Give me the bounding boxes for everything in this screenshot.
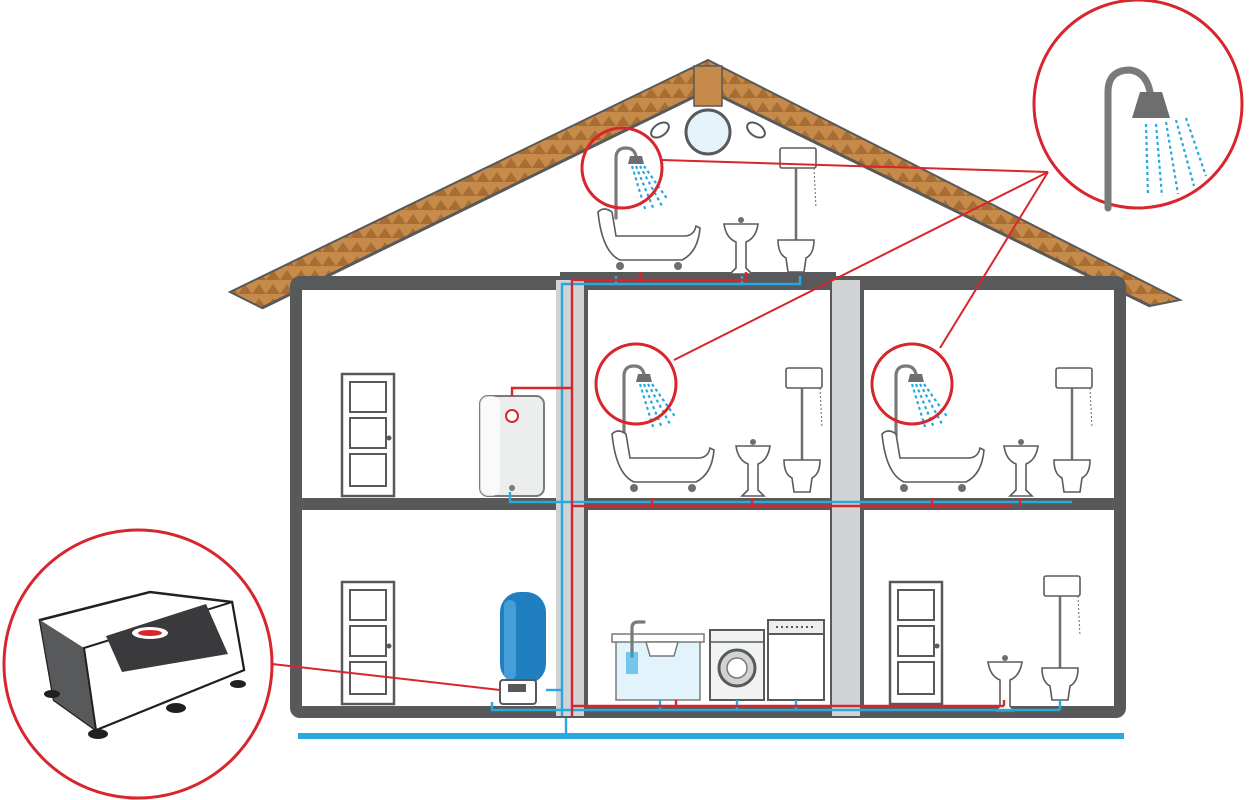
dishwasher-icon xyxy=(767,619,825,701)
shower-head-callout xyxy=(1032,0,1244,212)
cold-water-pipes xyxy=(490,276,1072,716)
electric-water-heater-icon xyxy=(479,395,545,497)
washing-machine-icon xyxy=(709,629,765,701)
pump-unit-callout xyxy=(2,528,274,800)
pump-unit-icon xyxy=(38,590,246,739)
house-walls xyxy=(290,272,1126,718)
round-attic-window xyxy=(684,108,732,156)
callout-ring-shower-right xyxy=(870,342,954,426)
callout-ring-attic-shower xyxy=(580,126,664,210)
shower-head-icon xyxy=(1104,66,1208,212)
door-icon xyxy=(888,580,944,706)
pump-unit-icon xyxy=(499,679,537,705)
door-icon xyxy=(340,372,396,498)
roof xyxy=(227,58,1184,310)
hot-water-pipes xyxy=(510,272,1022,716)
door-icon xyxy=(340,580,396,706)
chimney xyxy=(693,65,723,107)
kitchen-sink-icon xyxy=(611,620,705,701)
pressure-tank-icon xyxy=(500,592,546,684)
callout-ring-shower-left xyxy=(594,342,678,426)
callout-connectors xyxy=(271,159,1049,691)
